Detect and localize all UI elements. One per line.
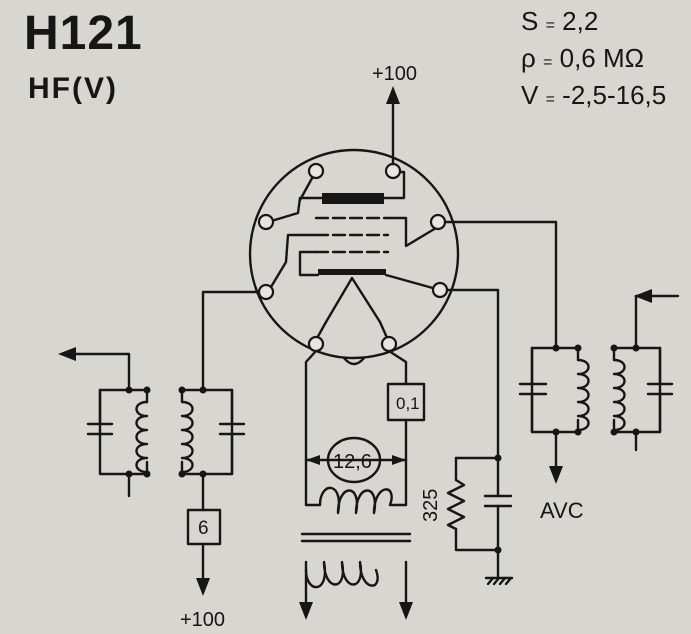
heater-filament: [324, 276, 382, 324]
control-grid-wiring: [201, 290, 261, 392]
anode-output-wiring: [443, 220, 558, 350]
spec-value: 2,2: [562, 6, 599, 36]
left-if-transformer: [58, 347, 246, 498]
anode-supply-label: +100: [372, 63, 417, 85]
spec-value: -2,5-16,5: [562, 80, 667, 110]
screen-supply: 6 +100: [180, 472, 225, 631]
screen-resistor-label: 6: [198, 518, 209, 539]
cathode-bias-network: 325: [420, 288, 514, 586]
spec-internal-resistance: ρ = 0,6 MΩ: [521, 43, 644, 74]
cathode-resistor-label: 325: [420, 489, 442, 522]
anode-plate: [322, 193, 384, 204]
anode-supply-lead: +100: [372, 63, 417, 166]
cathode: [318, 269, 386, 275]
tube-function-subtitle: HF(V): [28, 72, 118, 105]
tube-type-title: H121: [24, 7, 143, 60]
spec-bias-range: V = -2,5-16,5: [521, 80, 666, 111]
spec-symbol: V: [521, 80, 539, 110]
heater-circuit: 0,1 12,6: [299, 349, 426, 620]
spec-value: 0,6 MΩ: [559, 43, 645, 73]
tube-envelope: [248, 148, 460, 366]
screen-supply-label: +100: [180, 609, 225, 631]
heater-voltage-label: 12,6: [333, 451, 372, 473]
avc-label: AVC: [540, 498, 584, 523]
spec-sep: =: [545, 91, 555, 108]
spec-symbol: S: [521, 6, 539, 36]
spec-sep: =: [545, 17, 555, 34]
right-if-transformer: AVC: [518, 289, 680, 523]
heater-resistor-label: 0,1: [396, 394, 420, 413]
tube-electrodes: [314, 193, 390, 324]
spec-sep: =: [543, 54, 553, 71]
spec-symbol: ρ: [521, 43, 536, 73]
spec-transconductance: S = 2,2: [521, 6, 598, 37]
